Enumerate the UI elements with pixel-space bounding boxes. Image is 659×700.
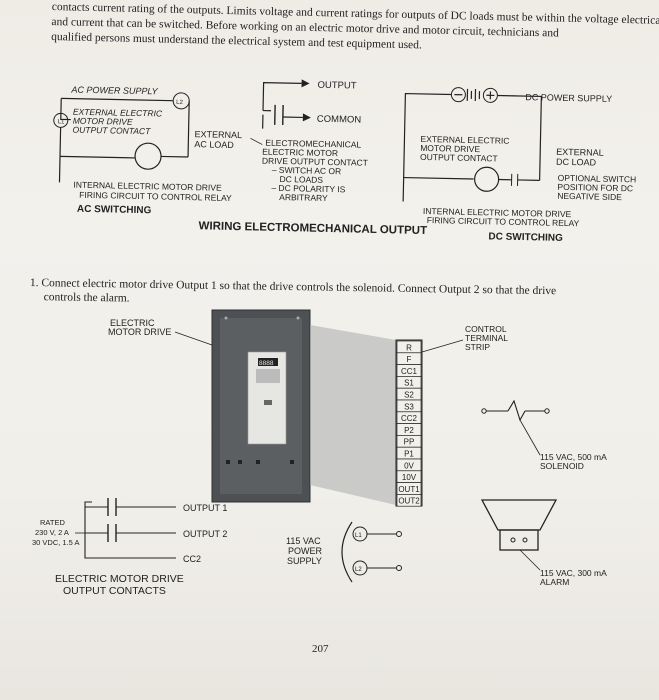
- terminal-zoom-wedge: [310, 325, 396, 505]
- center-note-line-1: ELECTROMECHANICAL: [265, 138, 361, 150]
- output-contacts-caption-1: ELECTRIC MOTOR DRIVE: [55, 573, 184, 585]
- rated-label-1: RATED: [40, 518, 65, 527]
- ac-internal-line-2: FIRING CIRCUIT TO CONTROL RELAY: [79, 190, 232, 203]
- dc-switching-label: DC SWITCHING: [488, 231, 563, 244]
- terminal-label-cc1: CC1: [401, 367, 418, 376]
- center-note-line-2: ELECTRIC MOTOR: [262, 147, 338, 159]
- ac-contact-line-2: MOTOR DRIVE: [73, 116, 133, 127]
- dc-load-line-2: DC LOAD: [556, 157, 597, 168]
- terminal-label-p1: P1: [404, 450, 414, 459]
- terminal-label-out2: OUT2: [398, 497, 420, 506]
- dc-internal-line-1: INTERNAL ELECTRIC MOTOR DRIVE: [423, 206, 572, 219]
- center-note-line-7: ARBITRARY: [279, 192, 328, 203]
- terminal-strip-label-3: STRIP: [465, 342, 490, 352]
- optional-switch-line-1: OPTIONAL SWITCH: [558, 173, 637, 185]
- electromechanical-wiring: AC POWER SUPPLY L1 L2 EXTERNAL ELECTRIC …: [53, 79, 637, 244]
- ac-contact-line-1: EXTERNAL ELECTRIC: [73, 107, 163, 119]
- drive-display: 8888: [259, 360, 274, 367]
- ac-load-line-2: AC LOAD: [194, 139, 234, 150]
- rated-label-3: 30 VDC, 1.5 A: [32, 538, 80, 547]
- center-note-line-5: DC LOADS: [279, 174, 323, 185]
- terminal-label-pp: PP: [404, 438, 415, 447]
- rated-label-2: 230 V, 2 A: [35, 528, 69, 537]
- dc-internal-line-2: FIRING CIRCUIT TO CONTROL RELAY: [427, 215, 580, 228]
- ac-power-supply-label: AC POWER SUPPLY: [70, 85, 158, 97]
- optional-switch-line-3: NEGATIVE SIDE: [557, 191, 622, 202]
- terminal-label-out1: OUT1: [398, 485, 420, 494]
- terminal-label-p2: P2: [404, 426, 414, 435]
- ac-load-line-1: EXTERNAL: [194, 129, 242, 140]
- alarm-symbol: [480, 499, 558, 551]
- dc-power-supply-label: DC POWER SUPPLY: [525, 92, 612, 104]
- alarm-label: ALARM: [540, 577, 569, 587]
- terminal-label-cc2: CC2: [401, 414, 418, 423]
- terminal-strip-label-1: CONTROL: [465, 324, 507, 334]
- terminal-label-s3: S3: [404, 402, 414, 411]
- terminal-label-0v: 0V: [404, 461, 414, 470]
- output-label: OUTPUT: [317, 80, 356, 92]
- power-supply-label-2: POWER: [288, 546, 323, 556]
- optional-switch-line-2: POSITION FOR DC: [557, 182, 633, 194]
- solenoid-rating: 115 VAC, 500 mA: [540, 452, 607, 462]
- power-l2-label: L2: [355, 567, 362, 573]
- drive-front-panel: [247, 351, 287, 445]
- output-2-label: OUTPUT 2: [183, 529, 227, 539]
- dc-contact-line-3: OUTPUT CONTACT: [420, 152, 498, 164]
- page-number: 207: [312, 643, 329, 655]
- cc2-label: CC2: [183, 554, 201, 564]
- alarm-rating: 115 VAC, 300 mA: [540, 568, 607, 578]
- ac-internal-line-1: INTERNAL ELECTRIC MOTOR DRIVE: [73, 180, 222, 193]
- solenoid-symbol: [481, 399, 550, 422]
- terminal-label-f: F: [407, 355, 412, 364]
- center-note-line-3: DRIVE OUTPUT CONTACT: [262, 156, 368, 168]
- wiring-title: WIRING ELECTROMECHANICAL OUTPUT: [198, 220, 427, 237]
- output-1-label: OUTPUT 1: [183, 503, 227, 513]
- drive-figure: 8888 ELECTRIC MOTOR DRIVE RF CC1S1S2S3CC2…: [32, 309, 607, 597]
- power-l1-label: L1: [355, 533, 362, 539]
- dc-contact-line-2: MOTOR DRIVE: [420, 143, 480, 154]
- drive-label-line-2: MOTOR DRIVE: [108, 327, 171, 337]
- center-note-line-4: – SWITCH AC OR: [272, 165, 342, 176]
- power-terminal-l1: L1: [352, 526, 402, 542]
- output-contacts-symbol: [84, 498, 176, 559]
- power-supply-label-3: SUPPLY: [287, 556, 322, 566]
- power-terminal-l2: L2: [352, 560, 402, 576]
- terminal-strip-label-2: TERMINAL: [465, 333, 508, 343]
- dc-load-line-1: EXTERNAL: [556, 147, 604, 158]
- terminal-label-s2: S2: [404, 391, 414, 400]
- terminal-cell: [396, 494, 422, 507]
- common-label: COMMON: [317, 114, 362, 126]
- drive-label-line-1: ELECTRIC: [110, 318, 155, 328]
- terminal-label-s1: S1: [404, 379, 414, 388]
- ac-contact-line-3: OUTPUT CONTACT: [72, 125, 151, 137]
- power-supply-brace: [341, 521, 353, 583]
- power-supply-label-1: 115 VAC: [286, 536, 321, 546]
- l2-label: L2: [176, 100, 183, 106]
- dc-contact-line-1: EXTERNAL ELECTRIC: [420, 134, 509, 146]
- terminal-label-10v: 10V: [402, 473, 417, 482]
- solenoid-label: SOLENOID: [540, 461, 584, 471]
- ac-switching-label: AC SWITCHING: [77, 204, 152, 217]
- center-note-line-6: – DC POLARITY IS: [271, 183, 346, 195]
- terminal-label-r: R: [406, 343, 412, 352]
- output-contacts-caption-2: OUTPUT CONTACTS: [63, 585, 166, 597]
- l1-label: L1: [58, 119, 65, 125]
